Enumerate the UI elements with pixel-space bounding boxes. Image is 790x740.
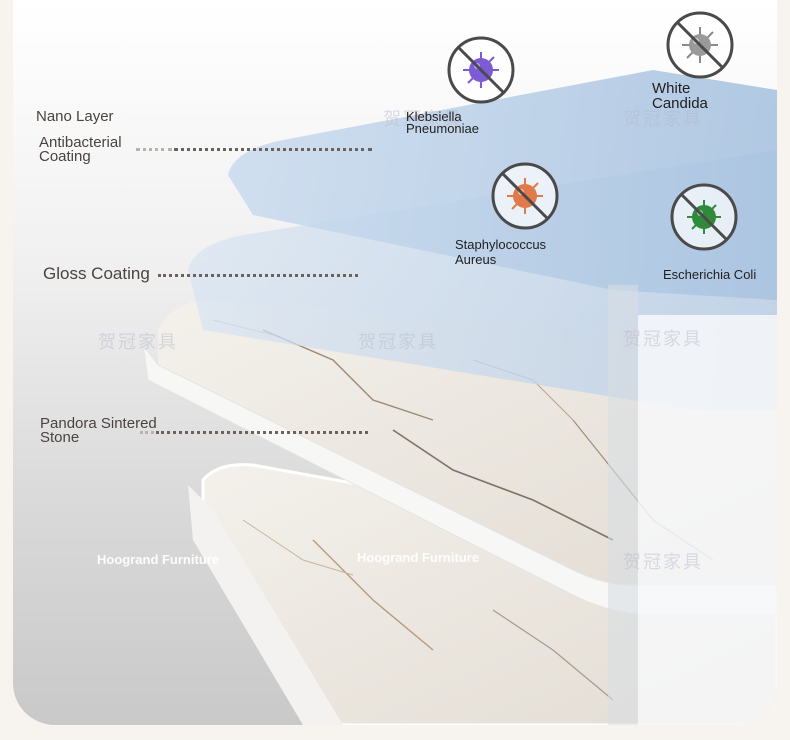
klebsiella-label-line2: Pneumoniae <box>406 121 479 136</box>
antibacterial-label-line2: Coating <box>39 148 91 165</box>
staph-label-line1: Staphylococcus <box>455 237 547 252</box>
ecoli-label: Escherichia Coli <box>663 267 757 282</box>
watermark: 贺冠家具 <box>623 552 703 572</box>
watermark: 贺冠家具 <box>98 332 178 352</box>
watermark: 贺冠家具 <box>383 109 463 129</box>
pandora-leader-line <box>156 431 368 434</box>
candida-virus-icon <box>666 11 734 79</box>
watermark: 贺冠家具 <box>623 109 703 129</box>
klebsiella-virus-icon <box>447 36 515 104</box>
brand-label-left: Hoogrand Furniture <box>97 552 220 567</box>
brand-label-center: Hoogrand Furniture <box>357 550 480 565</box>
candida-label-line1: White <box>652 80 691 97</box>
staph-virus-icon <box>491 162 559 230</box>
gloss-coating-label: Gloss Coating <box>43 264 150 283</box>
watermark: 贺冠家具 <box>623 329 703 349</box>
watermark: 贺冠家具 <box>358 332 438 352</box>
frame-post <box>608 285 638 725</box>
ecoli-bacteria-icon <box>670 183 738 251</box>
antibacterial-label-line1: Antibacterial <box>39 134 122 151</box>
antibacterial-leader-faint <box>136 148 172 151</box>
candida-label-line2: Candida <box>652 95 708 112</box>
pandora-label-line2: Stone <box>40 429 80 446</box>
nano-layer-label: Nano Layer <box>36 108 114 125</box>
gloss-leader-line <box>158 274 358 277</box>
pandora-leader-faint <box>140 431 154 434</box>
window-panel <box>638 315 777 725</box>
klebsiella-label-line1: Klebsiella <box>406 109 462 124</box>
antibacterial-leader-line <box>174 148 372 151</box>
pandora-label-line1: Pandora Sintered <box>40 415 157 432</box>
staph-label-line2: Aureus <box>455 252 497 267</box>
